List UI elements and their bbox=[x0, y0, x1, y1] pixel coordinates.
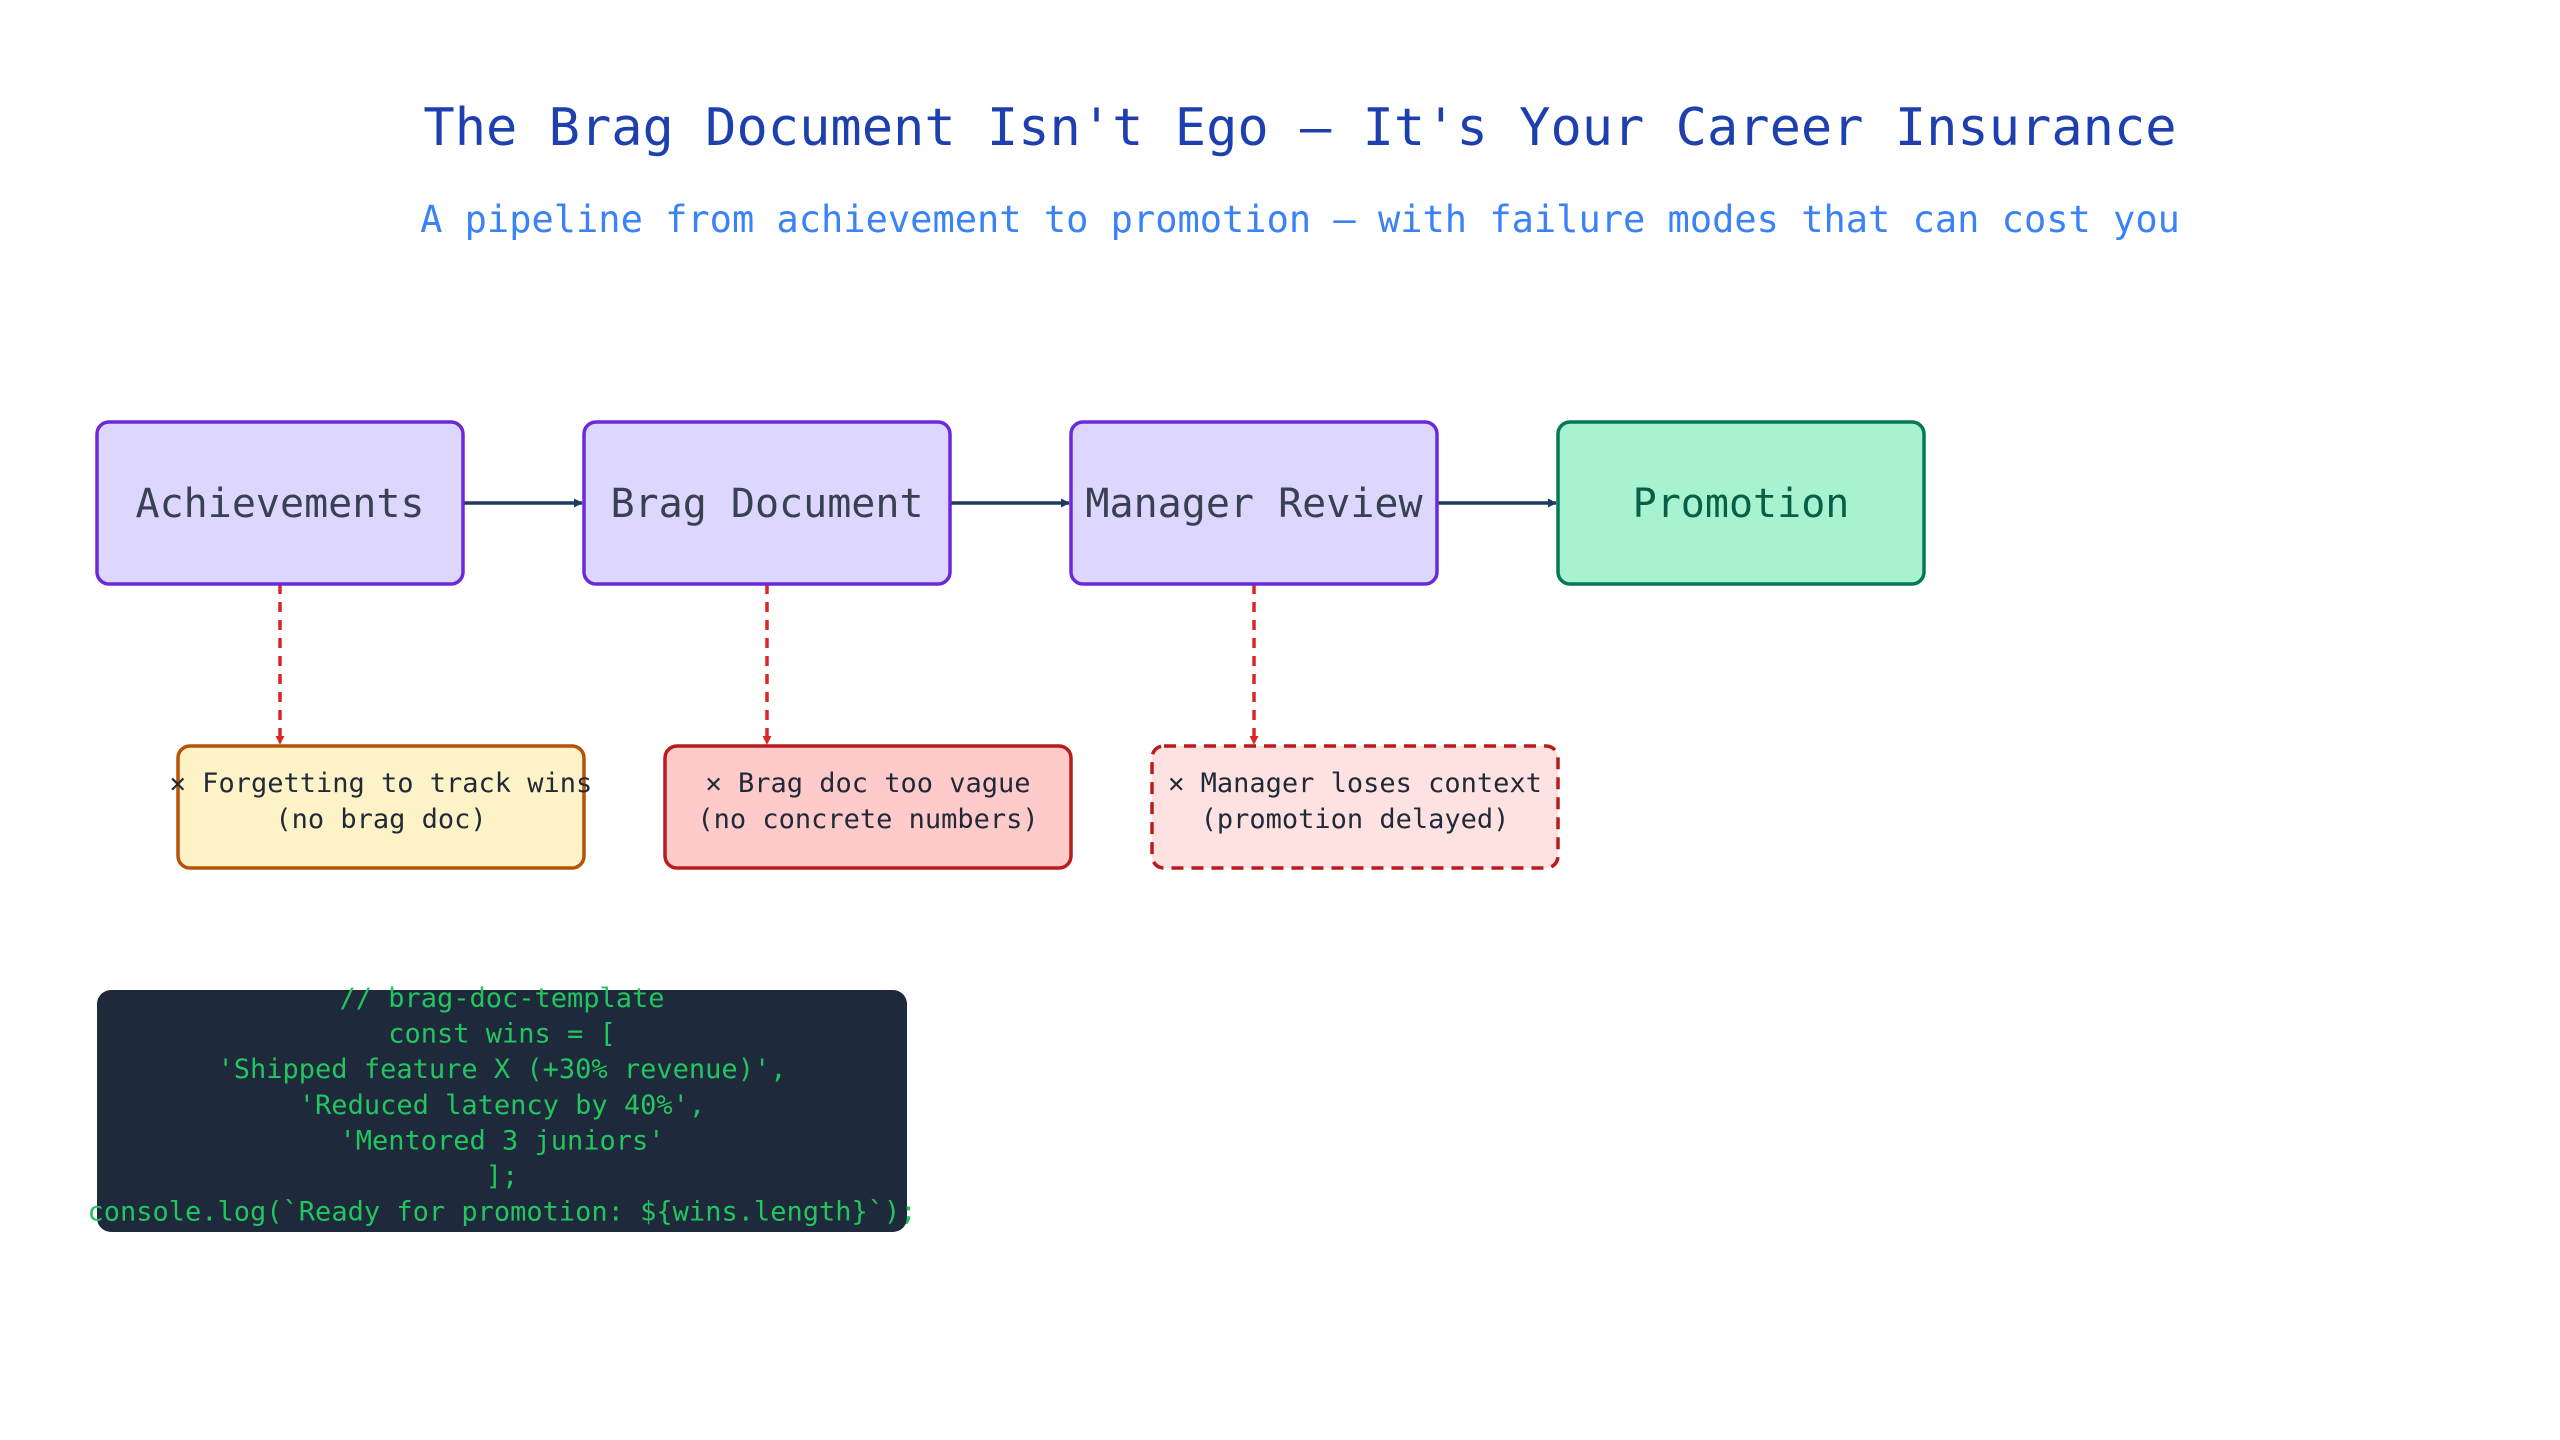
diagram-subtitle: A pipeline from achievement to promotion… bbox=[420, 198, 2180, 241]
code-block: // brag-doc-template const wins = [ 'Shipp… bbox=[87, 983, 917, 1232]
code-line: 'Reduced latency by 40%', bbox=[299, 1090, 705, 1121]
code-line: const wins = [ bbox=[388, 1019, 616, 1050]
code-line: 'Shipped feature X (+30% revenue)', bbox=[218, 1054, 787, 1085]
node-brag-document-box bbox=[582, 420, 952, 586]
code-block-background bbox=[97, 990, 907, 1232]
failure-nodes: ✕ Forgetting to track wins(no brag doc)✕… bbox=[170, 744, 1560, 870]
node-manager-review-box bbox=[1069, 420, 1439, 586]
failure-edges bbox=[275, 584, 1259, 745]
node-brag-document-label: Brag Document bbox=[610, 481, 923, 527]
failure-too-vague-box bbox=[663, 744, 1073, 870]
node-promotion-label: Promotion bbox=[1633, 481, 1850, 527]
code-line: ]; bbox=[486, 1161, 519, 1192]
code-line: // brag-doc-template bbox=[339, 983, 664, 1014]
node-promotion: Promotion bbox=[1556, 420, 1926, 586]
node-manager-review-label: Manager Review bbox=[1085, 481, 1423, 527]
failure-loses-context-box bbox=[1150, 744, 1560, 870]
node-manager-review: Manager Review bbox=[1069, 420, 1439, 586]
failure-too-vague-line: (no concrete numbers) bbox=[697, 804, 1038, 835]
failure-forgetting-line: (no brag doc) bbox=[275, 804, 486, 835]
failure-loses-context-line: (promotion delayed) bbox=[1201, 804, 1510, 835]
failure-too-vague: ✕ Brag doc too vague (no concrete numbers… bbox=[663, 744, 1073, 870]
failure-loses-context: ✕ Manager loses context (promotion delaye… bbox=[1150, 744, 1560, 870]
failure-forgetting: ✕ Forgetting to track wins (no brag doc) bbox=[170, 744, 593, 870]
pipeline-nodes: Achievements Brag Document Manager Review P… bbox=[95, 420, 1926, 586]
node-achievements-label: Achievements bbox=[136, 481, 425, 527]
code-line: 'Mentored 3 juniors' bbox=[339, 1125, 664, 1156]
failure-too-vague-line: ✕ Brag doc too vague bbox=[705, 768, 1030, 799]
failure-forgetting-line: ✕ Forgetting to track wins bbox=[170, 768, 593, 799]
node-promotion-box bbox=[1556, 420, 1926, 586]
failure-loses-context-line: ✕ Manager loses context bbox=[1168, 768, 1542, 799]
diagram-title: The Brag Document Isn't Ego — It's Your … bbox=[423, 98, 2176, 158]
node-brag-document: Brag Document bbox=[582, 420, 952, 586]
failure-forgetting-box bbox=[176, 744, 586, 870]
node-achievements: Achievements bbox=[95, 420, 465, 586]
node-achievements-box bbox=[95, 420, 465, 586]
code-line: console.log(`Ready for promotion: ${wins… bbox=[87, 1197, 916, 1228]
